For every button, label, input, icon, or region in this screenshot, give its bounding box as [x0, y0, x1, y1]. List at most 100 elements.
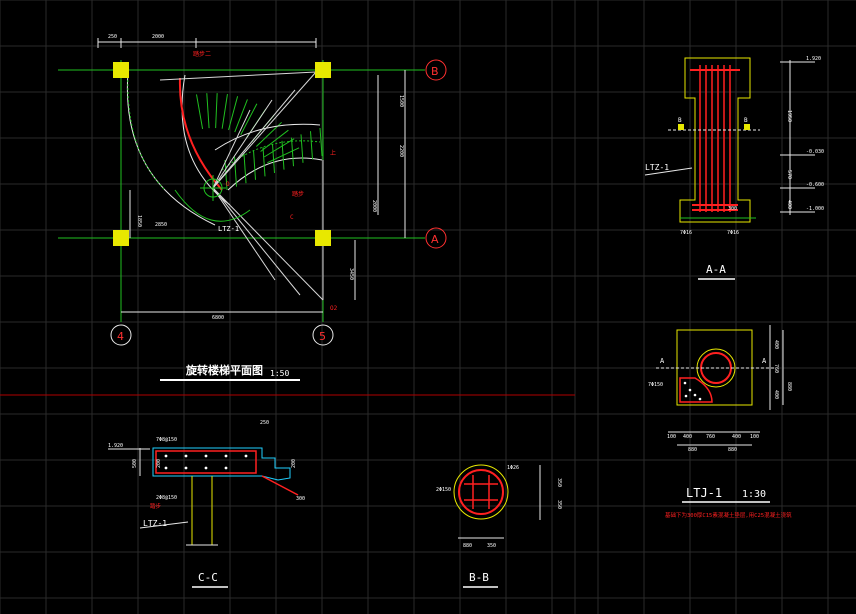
axis-label-4: 4 [117, 330, 124, 343]
section-bb-title: B-B [469, 571, 489, 584]
stair-tread [228, 96, 239, 131]
rebar-dot [698, 397, 702, 401]
right-dimension-text-3: 2000 [371, 200, 377, 212]
right-dimension-text-2: 2200 [398, 145, 404, 157]
ltj-note: 基础下为300厚C15素混凝土垫层,用C25混凝土浇筑 [665, 511, 792, 519]
radial-line [159, 71, 317, 81]
center-arc [174, 189, 251, 222]
section-bb-dim-top: 1Φ26 [507, 465, 519, 471]
stair-tread [224, 159, 228, 191]
section-cc-diag-rebar [261, 475, 299, 496]
left-dimension-text-1: 1850 [136, 215, 142, 227]
stair-tread [260, 129, 289, 152]
stair-up-note: 上 [330, 149, 336, 157]
stair-inner-arc [181, 74, 231, 206]
section-cc-dim-step2: 250 [260, 420, 269, 426]
axis-bubble-4 [110, 324, 132, 346]
rebar-dot [184, 454, 188, 458]
section-bb-rebar-ring [458, 469, 504, 515]
ltj-rebar-dots [683, 381, 702, 401]
section-aa-title: A-A [706, 263, 726, 276]
section-aa-dim-side: 1950 [786, 110, 792, 122]
stair-tread [196, 94, 204, 129]
axis-bubble-a [425, 227, 447, 249]
ltj-dim-r3: 400 [773, 390, 779, 399]
rebar-dot [184, 466, 188, 470]
section-aa-rebars [699, 65, 731, 212]
radial-line [212, 71, 317, 189]
stair-tread [319, 127, 323, 157]
radial-line [212, 187, 324, 301]
rebar-dot [244, 454, 248, 458]
stair-treads-upper [224, 127, 323, 191]
ltj-dim-b5: 100 [750, 434, 759, 440]
right-dimension-text-4: 3450 [348, 268, 354, 280]
ltj-dim-b3: 760 [706, 434, 715, 440]
ltj-quarter-rebar [679, 377, 713, 403]
radial-line [212, 99, 273, 189]
stair-tread [240, 103, 258, 136]
ltj-dim-b4: 400 [732, 434, 741, 440]
section-cc-dim-diag: 300 [296, 496, 305, 502]
section-cc-dim-inner: 200 [156, 459, 162, 468]
ltj-rebar-label: 7Φ150 [648, 382, 663, 388]
top-dimension-text-2: 2000 [152, 34, 164, 40]
stair-tread-arc [127, 71, 166, 191]
section-aa-label-b-right: B [744, 117, 748, 124]
radial-line [212, 109, 251, 189]
section-aa-leader [644, 167, 693, 176]
elev-mid-1: -0.030 [806, 149, 824, 155]
elev-bottom: -1.000 [806, 206, 824, 212]
section-cc-label-ltz: LTZ-1 [143, 519, 167, 528]
axis-label-b: B [431, 65, 439, 78]
ltj-title: LTJ-1 [686, 486, 722, 500]
stair-tread [291, 137, 294, 167]
center-label-o: O [226, 181, 230, 188]
upper-flight-inner [214, 123, 321, 151]
section-cc-leader [139, 521, 189, 529]
rebar-dot [164, 454, 168, 458]
section-cc-rebar-top: 7Φ8@150 [156, 437, 177, 443]
section-aa-cut-mark [678, 124, 684, 130]
section-bb-dim-side-1: 350 [556, 478, 562, 487]
stair-rebar-arc [178, 77, 223, 191]
section-aa-dim-bottom: 300 [728, 206, 737, 212]
top-dimension-text-1: 250 [108, 34, 117, 40]
radial-line [212, 187, 301, 296]
section-cc-note: 踏步 [150, 502, 162, 510]
axis-bubble-5 [312, 324, 334, 346]
ring-label: 踏步二 [193, 50, 211, 58]
stair-tread [281, 140, 285, 170]
ltj-dim-r4: 880 [786, 382, 792, 391]
rebar-dot [164, 466, 168, 470]
ltj-dim-r1: 400 [773, 340, 779, 349]
section-cc-dim-left: 500 [132, 459, 138, 468]
ltj-dim-c1: 880 [688, 447, 697, 453]
section-cc-dim-step: 200 [291, 459, 297, 468]
section-bb-outer [453, 464, 509, 520]
section-aa-outline [679, 57, 751, 223]
section-aa-label-ltz: LTZ-1 [645, 163, 669, 172]
section-bb-dim-side-2: 350 [556, 500, 562, 509]
stair-tread [300, 134, 304, 163]
rebar-dot [693, 393, 697, 397]
stair-tread [253, 150, 256, 180]
ltj-dim-r2: 760 [773, 364, 779, 373]
section-aa-rebar-right: 7Φ16 [727, 230, 739, 236]
bottom-dimension-text: 6800 [212, 315, 224, 321]
stair-tread [206, 93, 210, 129]
left-dimension-text-2: 2850 [155, 222, 167, 228]
rebar-dot [224, 466, 228, 470]
ltj-dim-b1: 100 [667, 434, 676, 440]
section-b-b: 2Φ150 1Φ26 880 350 350 350 B-B [436, 464, 562, 588]
axis-label-5: 5 [319, 330, 326, 343]
section-aa-dim-mid: 570 [786, 170, 792, 179]
stair-tread [262, 147, 266, 177]
stair-tread [264, 138, 295, 158]
plan-title: 旋转楼梯平面图 [185, 363, 263, 377]
radial-line [212, 187, 276, 281]
stair-tread [234, 99, 248, 133]
rebar-dot [684, 394, 688, 398]
column-label-ltz: LTZ-1 [218, 225, 239, 233]
